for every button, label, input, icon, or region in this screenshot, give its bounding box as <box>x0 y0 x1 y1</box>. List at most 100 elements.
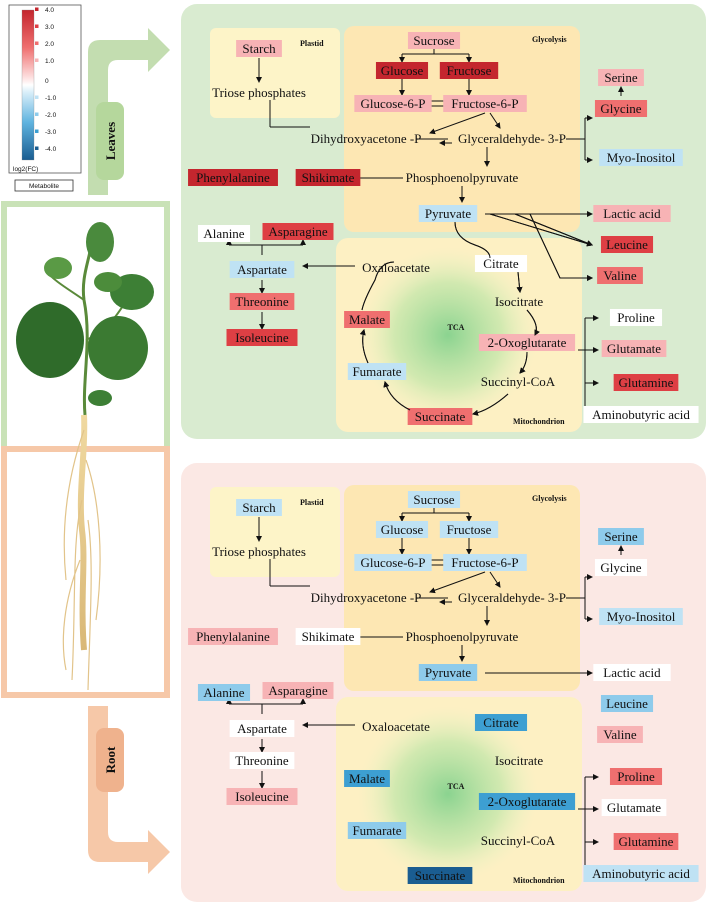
node-box <box>600 236 654 253</box>
node-label: Glutamate <box>607 341 661 356</box>
node-label: Lactic acid <box>603 206 661 221</box>
pathway-connector <box>529 213 593 281</box>
pathway-connector <box>429 112 486 135</box>
pathway-connector <box>359 329 369 364</box>
legend-tick-marker <box>35 41 39 45</box>
node-label: Succinyl-CoA <box>481 833 556 848</box>
node-f6p: Fructose-6-P <box>443 95 527 112</box>
node-box <box>601 340 667 357</box>
node-starch: Starch <box>236 499 282 516</box>
node-shikimate: Shikimate <box>295 169 361 186</box>
node-label: Isoleucine <box>235 789 289 804</box>
node-box <box>474 714 528 731</box>
node-label: Aminobutyric acid <box>592 407 690 422</box>
node-box <box>593 205 671 222</box>
legend-color-bar <box>21 9 35 161</box>
node-valine: Valine <box>597 267 643 284</box>
legend-tick-marker <box>35 58 39 62</box>
node-box <box>295 169 361 186</box>
node-box <box>439 521 499 538</box>
plastid-label: Plastid <box>300 39 324 48</box>
node-box <box>613 374 679 391</box>
legend-tick-label: -4.0 <box>45 146 57 153</box>
node-label: Fumarate <box>352 364 401 379</box>
node-box <box>478 334 576 351</box>
node-box <box>583 406 699 423</box>
node-label: Oxaloacetate <box>362 719 430 734</box>
node-box <box>418 205 478 222</box>
node-phenylalanine: Phenylalanine <box>188 628 278 645</box>
legend-axis-label: log2(FC) <box>13 166 38 173</box>
node-glutamate: Glutamate <box>601 340 667 357</box>
node-box <box>262 682 334 699</box>
node-label: Glutamate <box>607 800 661 815</box>
node-box <box>418 664 478 681</box>
node-label: Dihydroxyacetone -P <box>311 590 422 605</box>
legend-frame <box>8 4 82 174</box>
node-label: Fructose-6-P <box>451 96 518 111</box>
node-label: Fructose-6-P <box>451 555 518 570</box>
pathway-connector <box>361 261 395 311</box>
node-box <box>597 267 643 284</box>
node-fumarate: Fumarate <box>347 822 407 839</box>
node-box <box>344 311 390 328</box>
node-box <box>344 770 390 787</box>
node-label: Glycine <box>600 560 641 575</box>
node-box <box>197 684 251 701</box>
mitochondrion-label: Mitochondrion <box>513 417 565 426</box>
node-label: Shikimate <box>302 629 355 644</box>
node-citrate: Citrate <box>474 255 528 272</box>
node-box <box>407 867 473 884</box>
pathway-connector <box>383 381 411 411</box>
node-asparagine: Asparagine <box>262 223 334 240</box>
node-box <box>598 69 644 86</box>
node-box <box>407 491 461 508</box>
legend-tick-marker <box>35 24 39 28</box>
node-succinate: Succinate <box>407 408 473 425</box>
node-glutamate: Glutamate <box>601 799 667 816</box>
glycolysis-label: Glycolysis <box>532 35 567 44</box>
node-label: Leucine <box>606 696 648 711</box>
root-arrow-label-bg <box>96 728 124 792</box>
plant-illustration <box>16 222 154 691</box>
node-box <box>197 225 251 242</box>
node-label: Malate <box>349 312 385 327</box>
node-box <box>226 788 298 805</box>
node-label: Succinate <box>415 409 466 424</box>
legend-metabolite-box <box>14 179 74 192</box>
node-lactic: Lactic acid <box>593 664 671 681</box>
node-box <box>594 559 648 576</box>
node-label: Glucose <box>381 522 424 537</box>
node-label: Phenylalanine <box>196 170 270 185</box>
node-label: Citrate <box>483 256 519 271</box>
node-threonine: Threonine <box>229 293 295 310</box>
node-label: 2-Oxoglutarate <box>488 335 567 350</box>
node-box <box>347 822 407 839</box>
node-label: Aspartate <box>237 721 287 736</box>
node-fructose: Fructose <box>439 521 499 538</box>
node-label: Phosphoenolpyruvate <box>406 629 519 644</box>
node-label: Isoleucine <box>235 330 289 345</box>
node-box <box>478 793 576 810</box>
node-label: Glutamine <box>619 375 674 390</box>
node-box <box>375 62 429 79</box>
pathway-connector <box>526 309 540 336</box>
node-oxaloacetate: Oxaloacetate <box>362 260 430 275</box>
node-glycine: Glycine <box>594 100 648 117</box>
node-phenylalanine: Phenylalanine <box>188 169 278 186</box>
node-box <box>229 293 295 310</box>
plastid-label: Plastid <box>300 498 324 507</box>
node-box <box>354 95 432 112</box>
node-label: Glyceraldehyde- 3-P <box>458 590 566 605</box>
node-g6p: Glucose-6-P <box>354 95 432 112</box>
node-proline: Proline <box>609 768 663 785</box>
node-box <box>599 608 683 625</box>
node-box <box>375 521 429 538</box>
node-alanine: Alanine <box>197 225 251 242</box>
node-box <box>295 628 361 645</box>
node-label: Starch <box>242 500 276 515</box>
node-box <box>407 408 473 425</box>
pathway-connector <box>429 571 486 594</box>
node-glucose: Glucose <box>375 521 429 538</box>
